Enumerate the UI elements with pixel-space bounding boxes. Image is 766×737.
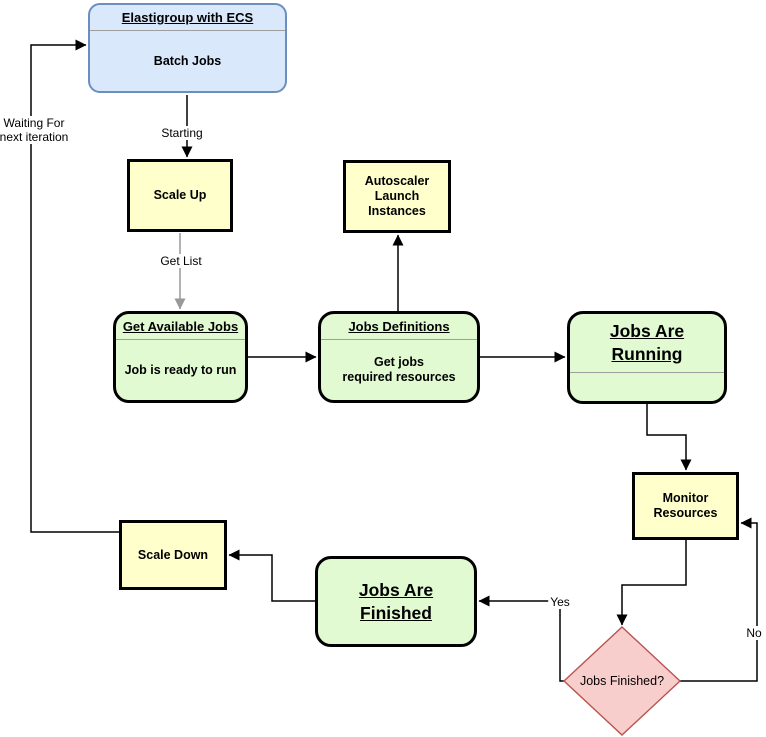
edge-running-to-monitor [646,404,692,471]
node-jobs-are-running-body [570,373,724,401]
node-jobs-are-finished-header: Jobs Are Finished [318,559,474,644]
node-jobs-definitions-body: Get jobs required resources [342,355,456,384]
edge-finished-to-scaledown [228,549,315,602]
edge-label-no: No [744,626,764,640]
node-scale-down: Scale Down [119,520,227,590]
node-scale-up: Scale Up [127,159,233,232]
edge-decision-no-to-monitor [680,517,758,682]
node-scale-up-label: Scale Up [153,188,207,202]
node-jobs-are-running-title: Jobs Are Running [609,321,685,364]
node-monitor-resources-label: Monitor Resources [653,491,718,520]
node-jobs-are-finished-title: Jobs Are Finished [358,579,434,623]
node-scale-down-label: Scale Down [137,547,209,562]
edge-monitor-to-decision [616,540,687,626]
node-get-available-jobs-header: Get Available Jobs [116,314,245,340]
node-get-available-jobs: Get Available Jobs Job is ready to run [113,311,248,403]
node-autoscaler-launch-instances: Autoscaler Launch Instances [343,160,451,233]
node-get-available-jobs-title: Get Available Jobs [122,319,239,334]
node-jobs-definitions-header: Jobs Definitions [321,314,477,340]
node-jobs-definitions-title: Jobs Definitions [348,319,450,334]
node-autoscaler-label: Autoscaler Launch Instances [364,174,430,218]
node-get-available-jobs-body: Job is ready to run [124,362,237,377]
node-elastigroup-batch-jobs: Elastigroup with ECS Batch Jobs [88,3,287,93]
edge-label-starting: Starting [159,126,205,140]
node-elastigroup-body: Batch Jobs [153,53,222,68]
edge-decision-yes-to-finished [478,595,564,682]
edge-label-yes: Yes [548,595,572,609]
edge-label-waiting-for-next-iteration: Waiting For next iteration [0,116,71,144]
edge-label-get-list: Get List [158,254,204,268]
node-jobs-are-running-header: Jobs Are Running [570,314,724,373]
decision-jobs-finished-shape [562,626,682,736]
node-elastigroup-title: Elastigroup with ECS [121,10,254,25]
node-elastigroup-header: Elastigroup with ECS [90,5,285,31]
node-jobs-are-running: Jobs Are Running [567,311,727,404]
decision-jobs-finished-label: Jobs Finished? [579,674,665,688]
node-monitor-resources: Monitor Resources [632,472,739,540]
edge-scaledown-to-batchjobs [30,39,119,533]
node-jobs-are-finished: Jobs Are Finished [315,556,477,647]
node-jobs-definitions: Jobs Definitions Get jobs required resou… [318,311,480,403]
